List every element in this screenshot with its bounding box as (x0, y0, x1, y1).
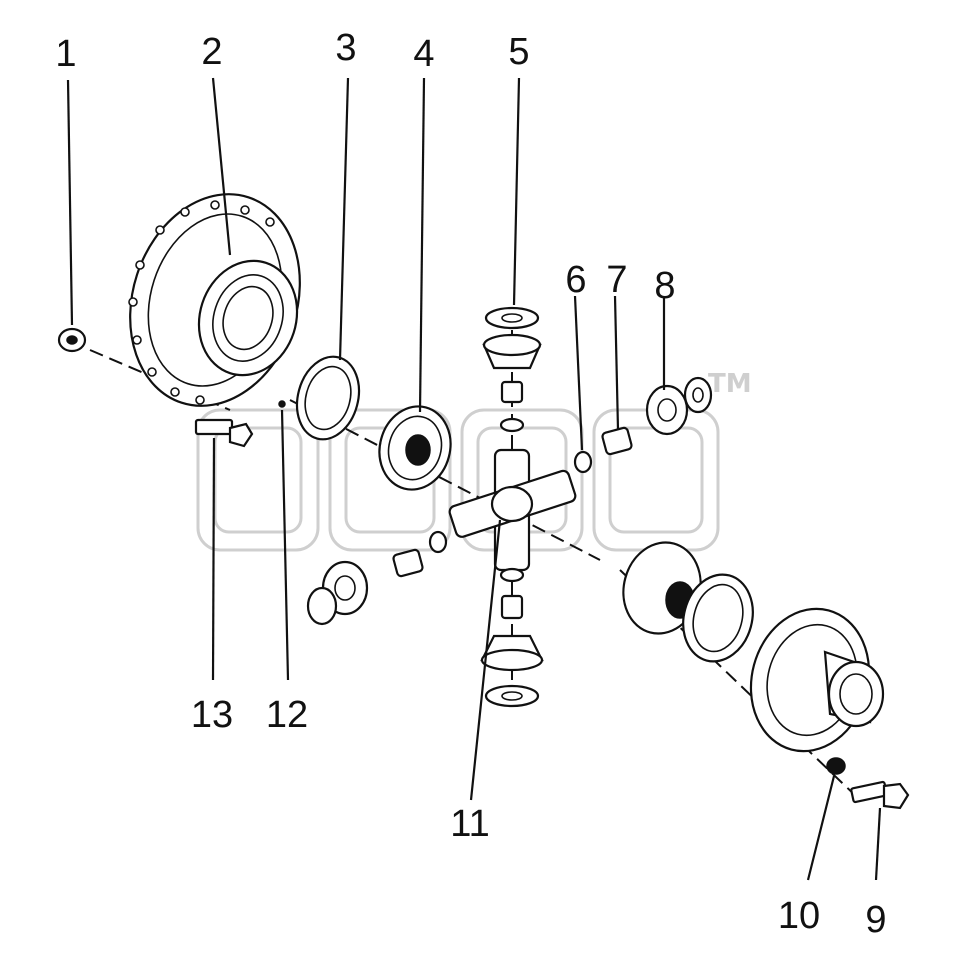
part-4-side-gear (378, 405, 452, 491)
callout-2: 2 (201, 31, 222, 73)
leader-lines (66, 77, 882, 881)
part-3-thrust-washer (295, 355, 361, 441)
part-7-bushing (601, 426, 633, 456)
callout-1: 1 (55, 33, 76, 75)
thrust-washer-right (682, 573, 754, 663)
callout-11: 11 (450, 803, 489, 845)
part-2-differential-case-half (128, 193, 301, 407)
callout-12: 12 (266, 694, 308, 736)
part-10-nut (826, 757, 846, 775)
callout-3: 3 (335, 27, 356, 69)
pinion-gear-left (306, 560, 369, 626)
callout-8: 8 (654, 265, 675, 307)
callout-13: 13 (191, 694, 233, 736)
side-gear-right (622, 541, 702, 635)
part-8-pinion-gear-side (645, 376, 713, 436)
callout-7: 7 (606, 259, 627, 301)
part-5-pinion-gear-top (482, 306, 542, 370)
callout-5: 5 (508, 31, 529, 73)
part-12-pin (278, 400, 286, 408)
part-11-spider-cross (448, 448, 577, 572)
spider-bushings (392, 380, 525, 620)
callout-9: 9 (865, 899, 886, 941)
flange-bolt-holes (128, 200, 275, 405)
part-6-ring (573, 450, 593, 474)
callout-6: 6 (565, 259, 586, 301)
callout-10: 10 (778, 895, 820, 937)
pinion-gear-bottom (480, 634, 544, 708)
watermark-tm: TM (708, 369, 752, 399)
part-9-bolt (850, 780, 910, 810)
differential-case-half-right (749, 607, 885, 753)
part-1-nut (57, 327, 87, 353)
part-13-bolt (194, 418, 254, 448)
callout-labels: 1 2 3 4 5 6 7 8 13 12 11 10 9 (55, 27, 886, 941)
callout-4: 4 (413, 33, 434, 75)
